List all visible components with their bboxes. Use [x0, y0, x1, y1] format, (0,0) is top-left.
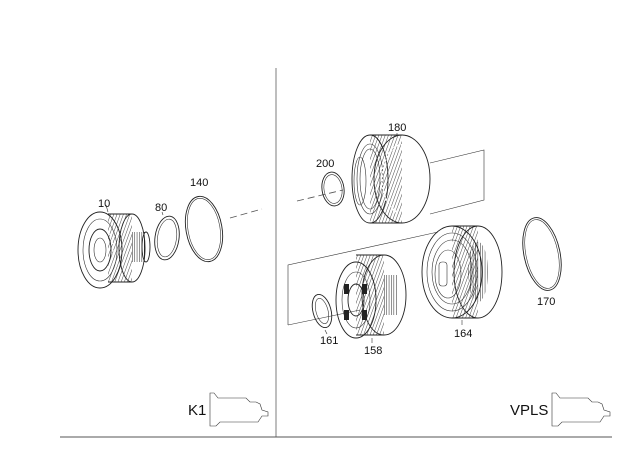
group-label-vpls: VPLS: [510, 402, 548, 419]
transmission-outline-icon-k1: [209, 392, 269, 427]
callout-80: 80: [155, 202, 167, 214]
transmission-outline-icon-vpls: [551, 392, 611, 427]
callout-158: 158: [364, 345, 382, 357]
callout-140: 140: [190, 177, 208, 189]
part-80-snap-ring: [154, 215, 180, 261]
assembly-frame-upper: [429, 149, 485, 215]
axis-line-right: [296, 189, 344, 202]
assembly-frame-lower-base: [287, 309, 361, 326]
part-158-planet-carrier: [335, 254, 407, 339]
axis-line-left: [229, 208, 263, 219]
group-label-k1: K1: [188, 402, 206, 419]
part-10-clutch-drum: [77, 211, 151, 289]
leader-161: [324, 329, 328, 335]
part-180-ring-gear: [351, 134, 431, 224]
part-164-ring-gear-housing: [421, 225, 503, 319]
part-140-seal-ring: [184, 195, 224, 263]
callout-200: 200: [316, 158, 334, 170]
callout-10: 10: [98, 198, 110, 210]
callout-164: 164: [454, 328, 472, 340]
callout-170: 170: [537, 296, 555, 308]
assembly-frame-lower: [287, 231, 439, 325]
callout-180: 180: [388, 122, 406, 134]
leader-80: [161, 211, 164, 216]
leader-10: [105, 204, 109, 213]
callout-161: 161: [320, 335, 338, 347]
part-161-snap-ring: [311, 293, 333, 329]
part-170-seal-ring: [522, 217, 562, 291]
part-200-snap-ring: [321, 171, 345, 207]
